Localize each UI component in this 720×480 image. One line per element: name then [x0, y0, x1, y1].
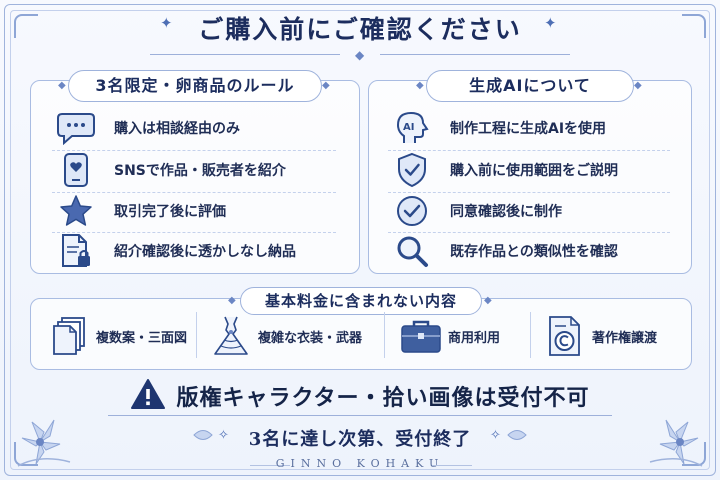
- sparkle-icon: ✧: [218, 428, 229, 443]
- diamond-ornament-icon: ◆: [58, 80, 66, 91]
- ai-label: 同意確認後に制作: [450, 204, 562, 220]
- documents-stack-icon: [46, 313, 92, 359]
- list-item: 商用利用: [398, 311, 500, 361]
- rule-label: 取引完了後に評価: [114, 204, 226, 220]
- closing-text: 3名に達し次第、受付終了: [248, 429, 472, 450]
- list-item: 複数案・三面図: [46, 311, 187, 361]
- check-circle-icon: [390, 193, 434, 229]
- diamond-ornament-icon: ◆: [228, 295, 236, 306]
- list-item: 紹介確認後に透かしなし納品: [54, 231, 296, 271]
- divider: [384, 312, 385, 358]
- divider: [432, 465, 472, 466]
- ai-label: 既存作品との類似性を確認: [450, 244, 618, 260]
- rule-label: 紹介確認後に透かしなし納品: [114, 244, 296, 260]
- divider: [250, 465, 290, 466]
- diamond-ornament-icon: ◆: [322, 80, 330, 91]
- divider: [530, 312, 531, 358]
- rule-label: SNSで作品・販売者を紹介: [114, 163, 286, 179]
- ai-panel-heading: 生成AIについて: [426, 70, 634, 102]
- corner-ornament: [14, 14, 38, 38]
- smartphone-heart-icon: [54, 152, 98, 188]
- diamond-ornament-icon: ◆: [484, 295, 492, 306]
- shield-check-icon: [390, 152, 434, 188]
- list-item: 複雑な衣装・武器: [208, 311, 362, 361]
- diamond-ornament-icon: ◆: [634, 80, 642, 91]
- magnifier-icon: [390, 233, 434, 269]
- divider: [108, 415, 612, 416]
- divider: [52, 150, 336, 151]
- inner-frame: [10, 10, 710, 470]
- warning-text: 版権キャラクター・拾い画像は受付不可: [176, 385, 590, 411]
- ai-label: 購入前に使用範囲をご説明: [450, 163, 618, 179]
- list-item: 同意確認後に制作: [390, 191, 562, 231]
- diamond-ornament-icon: ◆: [416, 80, 424, 91]
- list-item: 購入前に使用範囲をご説明: [390, 150, 618, 190]
- ai-head-icon: AI: [390, 110, 434, 146]
- divider: [388, 232, 670, 233]
- briefcase-icon: [398, 313, 444, 359]
- divider: [388, 192, 670, 193]
- page-title: ご購入前にご確認ください: [198, 15, 522, 44]
- warning-triangle-icon: [130, 378, 166, 414]
- leaf-ornament-icon: [193, 430, 213, 440]
- flower-ornament-icon: [649, 419, 703, 467]
- divider: [150, 54, 340, 55]
- list-item: 購入は相談経由のみ: [54, 108, 240, 148]
- star-icon: [54, 193, 98, 229]
- sparkle-icon: ✦: [160, 14, 173, 32]
- list-item: 既存作品との類似性を確認: [390, 231, 618, 271]
- divider: [52, 192, 336, 193]
- diamond-ornament-icon: ◆: [355, 48, 365, 62]
- sparkle-icon: ✦: [544, 14, 557, 32]
- fee-label: 複雑な衣装・武器: [258, 330, 363, 346]
- fee-panel-heading: 基本料金に含まれない内容: [240, 287, 482, 315]
- list-item: AI 制作工程に生成AIを使用: [390, 108, 606, 148]
- document-lock-icon: [54, 233, 98, 269]
- leaf-ornament-icon: [507, 430, 527, 440]
- divider: [196, 312, 197, 358]
- flower-ornament-icon: [17, 419, 71, 467]
- corner-ornament: [682, 442, 706, 466]
- fee-label: 著作権譲渡: [592, 330, 658, 346]
- dress-icon: [208, 313, 254, 359]
- warning-banner: 版権キャラクター・拾い画像は受付不可: [0, 378, 720, 414]
- corner-ornament: [682, 14, 706, 38]
- chat-bubble-icon: [54, 110, 98, 146]
- list-item: 取引完了後に評価: [54, 191, 226, 231]
- divider: [388, 150, 670, 151]
- rule-label: 購入は相談経由のみ: [114, 121, 240, 137]
- outer-frame: [4, 4, 716, 476]
- svg-text:AI: AI: [403, 122, 414, 133]
- list-item: SNSで作品・販売者を紹介: [54, 150, 286, 190]
- list-item: 著作権譲渡: [542, 311, 657, 361]
- rules-panel-heading: 3名限定・卵商品のルール: [68, 70, 322, 102]
- fee-label: 商用利用: [448, 330, 501, 346]
- copyright-document-icon: [542, 313, 588, 359]
- fee-label: 複数案・三面図: [96, 330, 188, 346]
- corner-ornament: [14, 442, 38, 466]
- divider: [52, 232, 336, 233]
- ai-label: 制作工程に生成AIを使用: [450, 121, 607, 137]
- divider: [380, 54, 570, 55]
- brand-name: GINNO KOHAKU: [275, 457, 445, 470]
- sparkle-icon: ✧: [490, 428, 501, 443]
